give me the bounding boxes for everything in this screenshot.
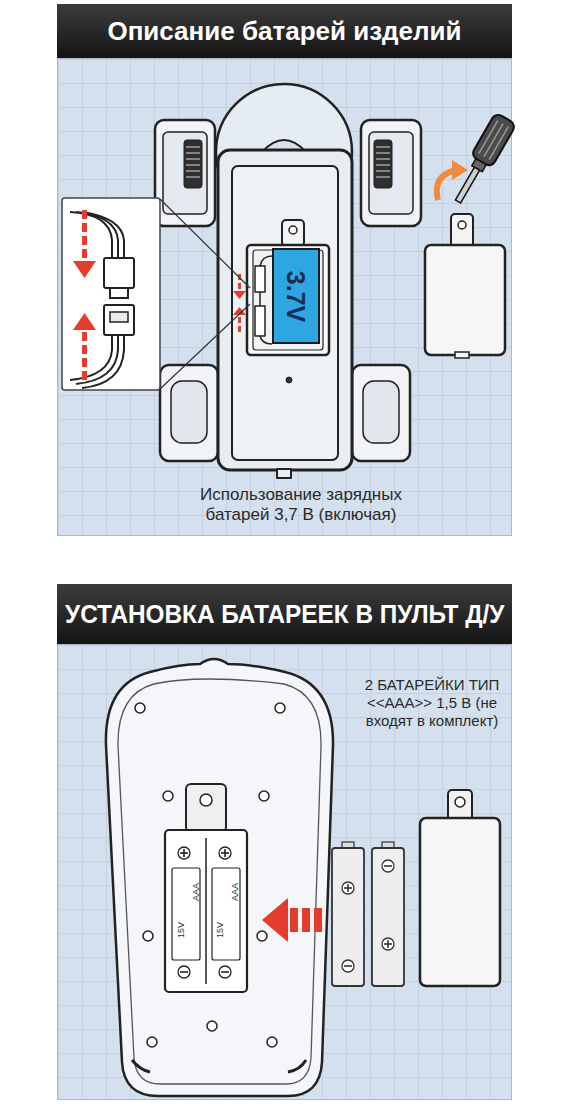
heading-band: УСТАНОВКА БАТАРЕЕК В ПУЛЬТ Д/У [57,584,512,644]
panel-note: 2 БАТАРЕЙКИ ТИП <<AAA>> 1,5 В (не входят… [347,676,517,730]
cell-marking: 15V [176,922,186,938]
cell-marking: AAA [191,883,201,901]
panel-heading: УСТАНОВКА БАТАРЕЕК В ПУЛЬТ Д/У [65,600,504,629]
insert-arrow [262,898,322,942]
cell-marking: 15V [215,922,225,938]
cell-marking: AAA [230,883,240,901]
battery-label-box: 3.7V [272,248,320,344]
remote-control [106,659,333,1096]
panel-heading: Описание батарей изделий [107,16,461,47]
heading-band: Описание батарей изделий [57,4,512,58]
battery-voltage: 3.7V [282,270,311,321]
connector-callout [62,198,250,390]
panel-note: Использование зарядных батарей 3,7 В (вк… [185,485,417,526]
remote-cover [420,790,500,986]
